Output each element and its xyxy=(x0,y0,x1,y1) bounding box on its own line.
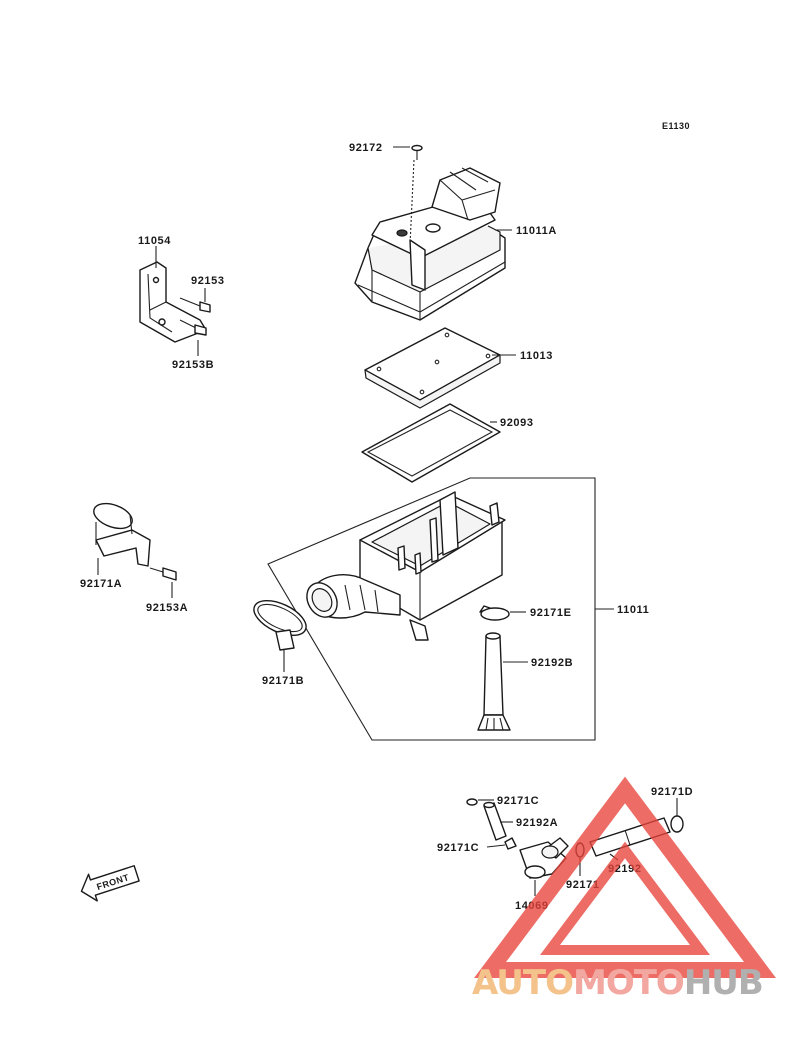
air-cleaner-housing xyxy=(306,491,506,641)
clamp-bracket-92171a xyxy=(93,502,151,567)
gasket-92093 xyxy=(361,403,501,483)
label-92171a: 92171A xyxy=(80,578,122,590)
drain-tube-92192b xyxy=(477,632,511,731)
label-11011a: 11011A xyxy=(516,225,557,237)
watermark-logo: AUTOMOTOHUB xyxy=(472,776,776,1003)
clamp-92171c-top xyxy=(466,798,478,806)
watermark-inner-triangle-icon xyxy=(540,841,710,955)
label-92171e: 92171E xyxy=(530,607,572,619)
hose-92192a xyxy=(483,801,507,841)
label-92171c-top: 92171C xyxy=(497,795,539,807)
diagram-code: E1130 xyxy=(662,121,690,131)
label-11054: 11054 xyxy=(138,235,171,247)
air-filter-element xyxy=(364,327,501,409)
breather-valve-14069 xyxy=(519,837,569,879)
screw-92172 xyxy=(409,144,423,246)
bolt-92153 xyxy=(179,297,211,313)
watermark-triangle-icon xyxy=(474,776,776,978)
label-92171b: 92171B xyxy=(262,675,304,687)
clamp-92171d xyxy=(670,815,684,833)
air-cleaner-cover xyxy=(354,167,506,321)
bolt-92153a xyxy=(149,567,177,581)
clamp-92171e xyxy=(479,605,510,621)
leader-lines xyxy=(97,146,678,896)
watermark-moto: MOTO xyxy=(573,963,684,1003)
label-92172: 92172 xyxy=(349,142,383,154)
label-11013: 11013 xyxy=(520,350,553,362)
label-92192b: 92192B xyxy=(531,657,573,669)
clamp-92171c-left xyxy=(504,837,517,850)
label-92153: 92153 xyxy=(191,275,225,287)
label-92153b: 92153B xyxy=(172,359,214,371)
svg-text:AUTOMOTOHUB: AUTOMOTOHUB xyxy=(472,963,763,1003)
watermark-hub: HUB xyxy=(684,963,763,1003)
watermark-auto: AUTO xyxy=(472,963,573,1003)
clamp-92171b xyxy=(253,599,307,651)
label-92171d: 92171D xyxy=(651,786,693,798)
front-arrow-icon: FRONT xyxy=(80,865,140,902)
label-92093: 92093 xyxy=(500,417,534,429)
bolt-92153b xyxy=(179,319,207,336)
bracket-11054 xyxy=(139,261,207,343)
label-92171c-left: 92171C xyxy=(437,842,479,854)
label-92192a: 92192A xyxy=(516,817,558,829)
label-11011: 11011 xyxy=(617,604,649,616)
label-92153a: 92153A xyxy=(146,602,188,614)
